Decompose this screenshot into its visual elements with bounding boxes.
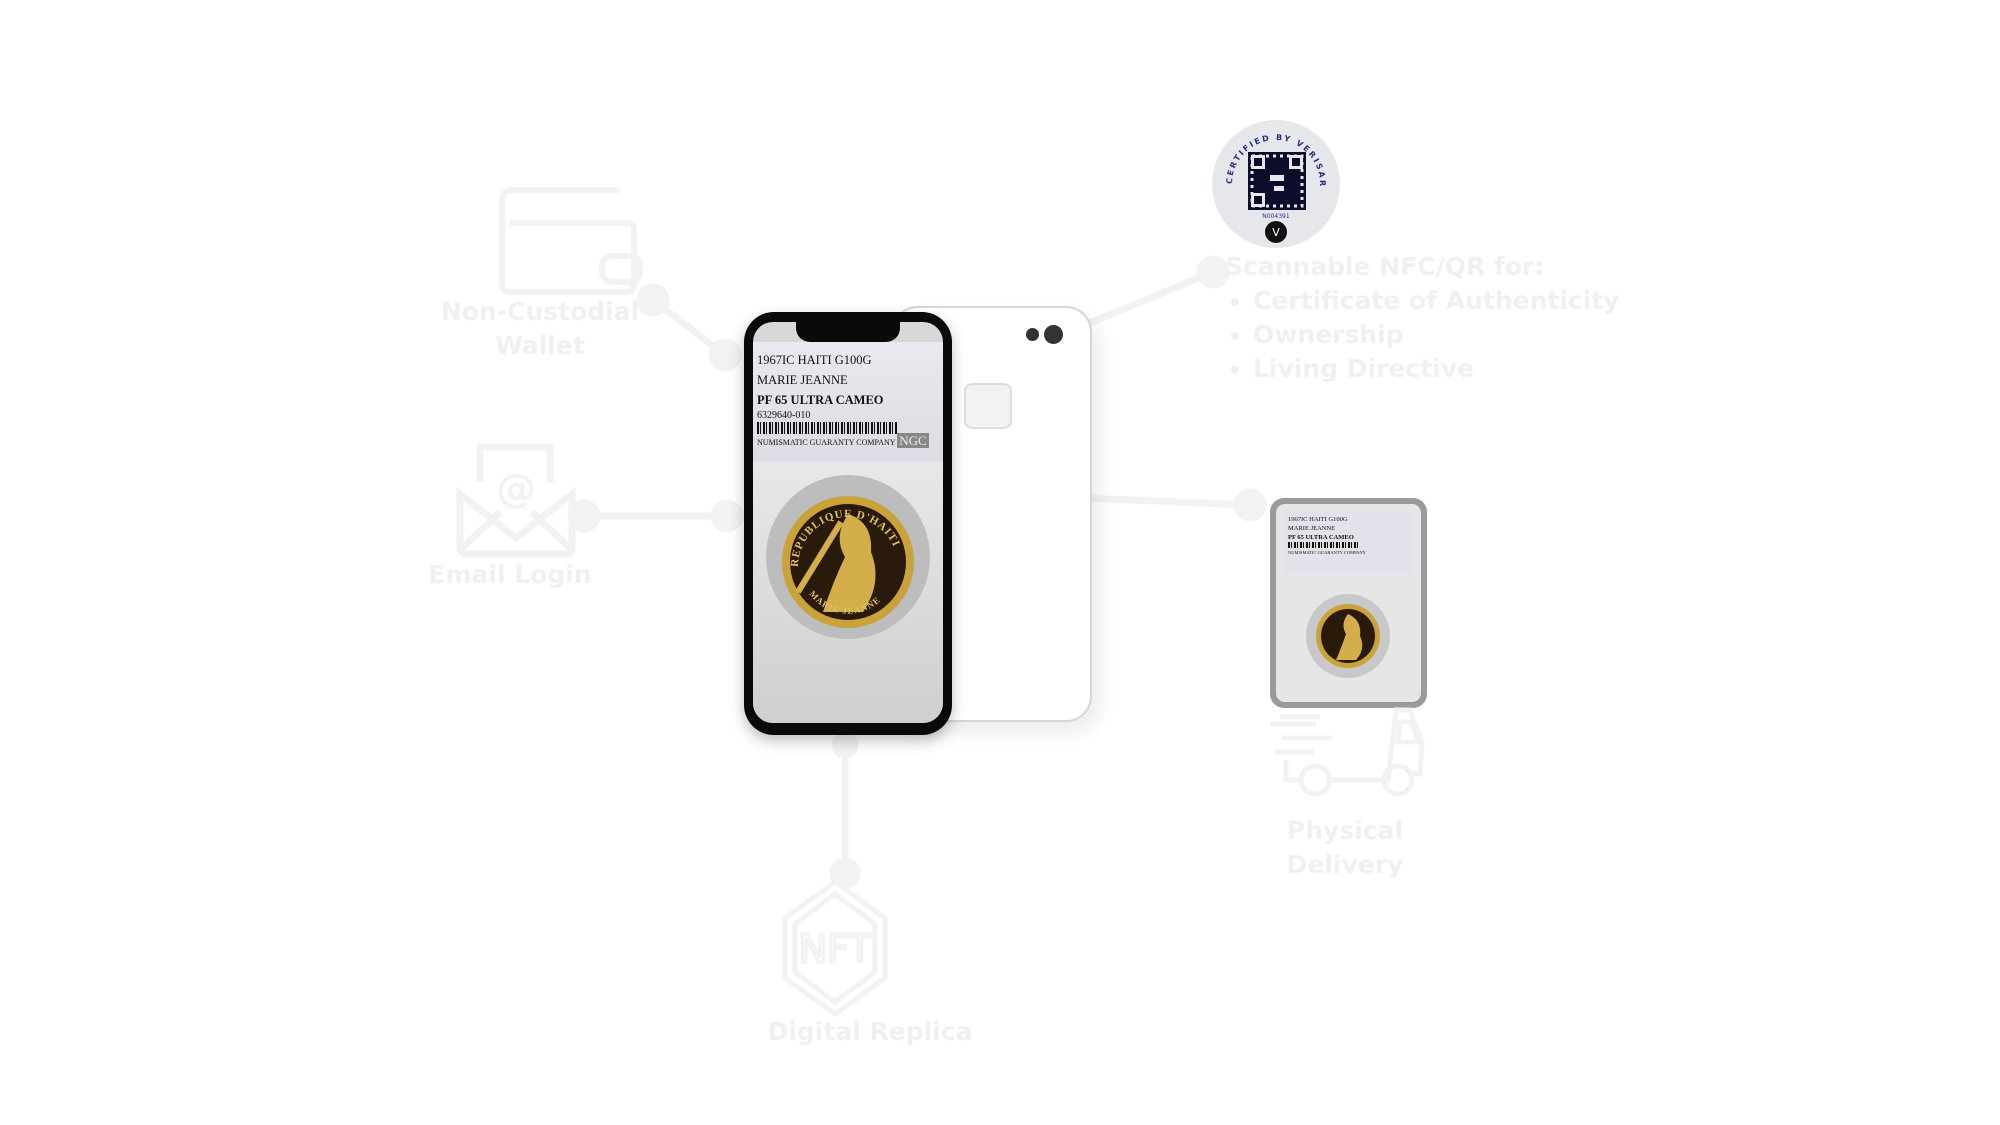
coin-grade: PF 65 ULTRA CAMEO <box>757 393 884 407</box>
coin-area: REPUBLIQUE D'HAITI MARIE JEANNE <box>753 462 943 723</box>
coin-image: REPUBLIQUE D'HAITI MARIE JEANNE <box>766 475 930 639</box>
phone-notch <box>796 322 900 342</box>
phone-front: 1967IC HAITI G100G MARIE JEANNE PF 65 UL… <box>744 312 952 735</box>
slab-grade: PF 65 ULTRA CAMEO <box>1288 534 1354 541</box>
svg-text:@: @ <box>496 466 536 512</box>
phone-screen: 1967IC HAITI G100G MARIE JEANNE PF 65 UL… <box>753 322 943 723</box>
delivery-label: Physical Delivery <box>1286 816 1404 879</box>
wallet-icon <box>499 187 643 295</box>
qr-code-icon <box>1248 152 1306 210</box>
slab-line2: MARIE JEANNE <box>1288 525 1336 532</box>
coin-cert: 6329640-010 <box>757 410 811 421</box>
feature-delivery: Physical Delivery <box>1260 707 1460 882</box>
slab-company: NUMISMATIC GUARANTY COMPANY <box>1288 550 1366 555</box>
coin-company: NUMISMATIC GUARANTY COMPANY <box>757 438 896 447</box>
coin-line2: MARIE JEANNE <box>757 373 848 387</box>
camera-icon <box>1026 328 1039 341</box>
scannable-bullet: Ownership <box>1253 318 1620 352</box>
verisart-logo: V <box>1272 226 1280 239</box>
fingerprint-sensor <box>964 383 1012 429</box>
coin-holder-label: 1967IC HAITI G100G MARIE JEANNE PF 65 UL… <box>753 342 943 462</box>
ngc-logo: NGC <box>897 433 929 448</box>
coin-slab: 1967IC HAITI G100G MARIE JEANNE PF 65 UL… <box>1270 498 1427 708</box>
slab-coin <box>1306 594 1390 678</box>
nft-hexagon-icon: NFT <box>782 878 888 1018</box>
camera-icon <box>1044 325 1063 344</box>
nft-label: Digital Replica <box>767 1017 973 1046</box>
feature-nft: NFT Digital Replica <box>760 878 972 1049</box>
scannable-info: Scannable NFC/QR for: Certificate of Aut… <box>1225 250 1620 386</box>
slab-line1: 1967IC HAITI G100G <box>1288 516 1348 523</box>
scannable-bullet: Living Directive <box>1253 352 1620 386</box>
badge-serial: N004391 <box>1262 213 1290 220</box>
feature-email: @ Email Login <box>428 442 592 592</box>
slab-label: 1967IC HAITI G100G MARIE JEANNE PF 65 UL… <box>1284 512 1413 574</box>
nft-icon-text: NFT <box>799 927 873 971</box>
email-label: Email Login <box>428 560 592 589</box>
feature-wallet: Non-Custodial Wallet <box>441 180 650 363</box>
scannable-title: Scannable NFC/QR for: <box>1225 252 1545 281</box>
barcode <box>757 422 897 434</box>
scannable-bullet: Certificate of Authenticity <box>1253 284 1620 318</box>
envelope-at-icon: @ <box>456 443 576 558</box>
coin-line1: 1967IC HAITI G100G <box>757 353 872 367</box>
wallet-label-line1: Non-Custodial <box>440 297 640 326</box>
truck-icon <box>1270 707 1425 797</box>
wallet-label-line2: Wallet <box>495 331 585 360</box>
verisart-badge: CERTIFIED BY VERISART N004391 V <box>1208 113 1340 248</box>
